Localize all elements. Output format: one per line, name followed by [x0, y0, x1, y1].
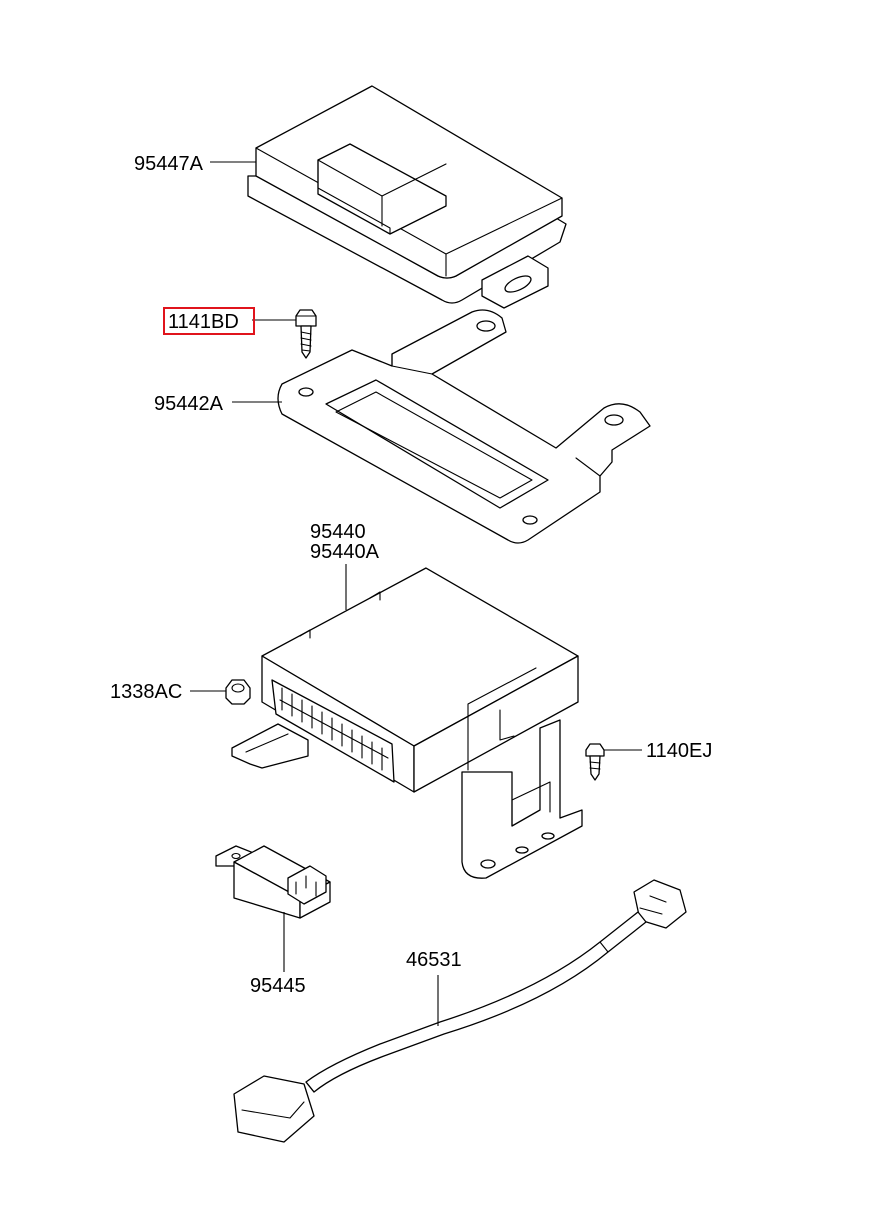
bolt-1140EJ[interactable] [585, 743, 605, 781]
label-95445[interactable]: 95445 [250, 975, 306, 997]
bracket-plate [277, 309, 651, 544]
cable-connector-left [233, 1075, 315, 1143]
bracket-opening [325, 379, 549, 509]
unit-left-bracket [231, 723, 309, 769]
cable-46531[interactable] [233, 879, 687, 1143]
control-unit-95440[interactable] [231, 567, 583, 879]
label-46531[interactable]: 46531 [406, 949, 462, 971]
label-1140EJ[interactable]: 1140EJ [646, 740, 712, 762]
relay-95445[interactable] [215, 845, 331, 919]
label-95440A[interactable]: 95440A [310, 541, 380, 563]
highlight-box [163, 307, 255, 335]
leader-lines [190, 161, 642, 1026]
label-1338AC[interactable]: 1338AC [110, 681, 182, 703]
cable-body [305, 911, 647, 1093]
label-1141BD[interactable]: 1141BD [168, 311, 239, 333]
label-95442A[interactable]: 95442A [154, 393, 224, 415]
nut-1338AC[interactable] [225, 679, 251, 705]
bracket-95442A[interactable] [277, 309, 651, 544]
unit-side-face [413, 655, 579, 793]
label-95440[interactable]: 95440 [310, 521, 366, 543]
cover-window [317, 143, 447, 235]
label-95447A[interactable]: 95447A [134, 153, 204, 175]
cover-95447A[interactable] [247, 85, 567, 309]
screw-1141BD[interactable] [295, 309, 317, 359]
